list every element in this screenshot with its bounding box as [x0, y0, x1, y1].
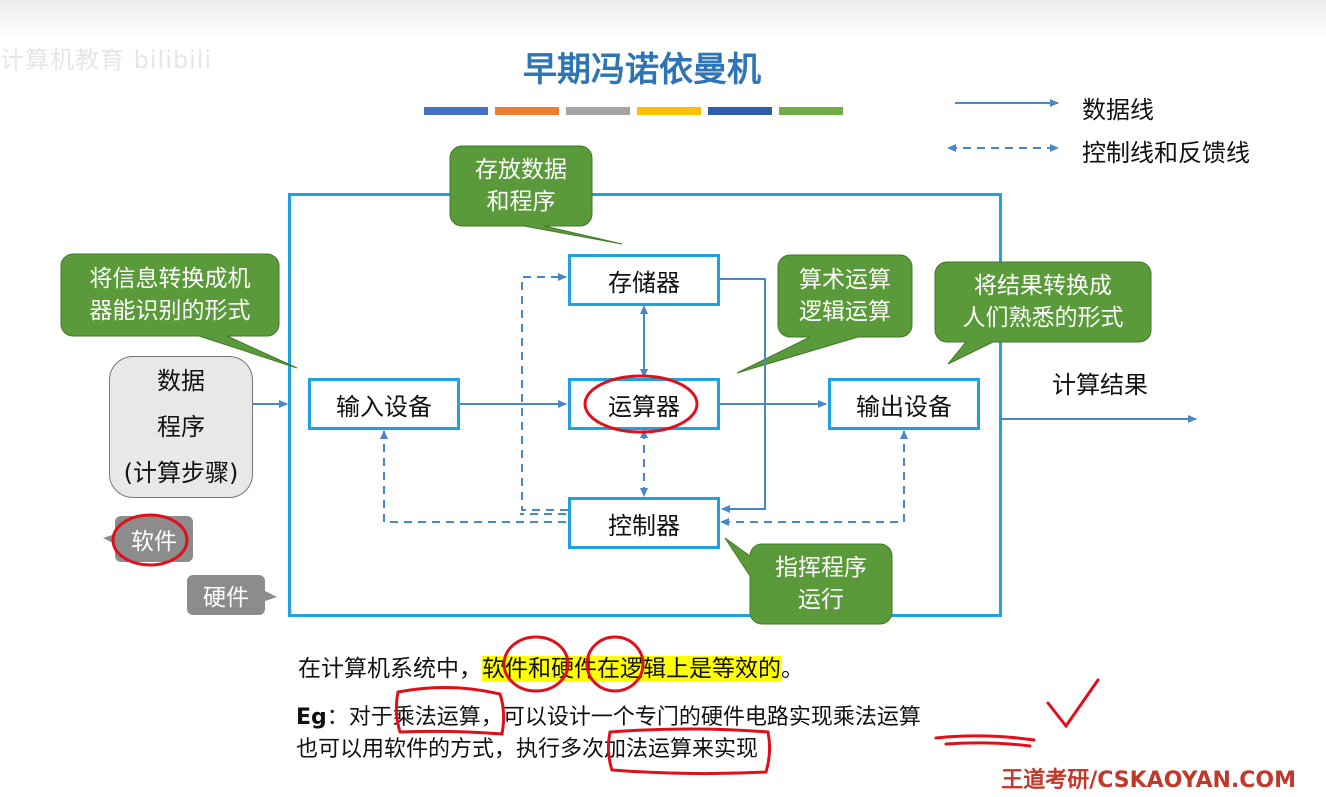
- top-bar: [0, 0, 1326, 42]
- software-input-box: 数据 程序 (计算步骤): [109, 356, 253, 498]
- title-color-bars: [424, 107, 843, 115]
- example-line-2: 也可以用软件的方式，执行多次加法运算来实现: [296, 731, 758, 763]
- system-boundary: [288, 193, 1002, 617]
- callout-output-line2: 人们熟悉的形式: [962, 305, 1124, 331]
- output-device-unit: 输出设备: [828, 378, 980, 430]
- statement-prefix: 在计算机系统中，: [298, 656, 482, 682]
- callout-alu-line1: 算术运算: [799, 267, 891, 293]
- statement-rest: 在逻辑上是等效的: [597, 656, 781, 682]
- callout-alu: 算术运算 逻辑运算: [778, 255, 912, 337]
- example-eg: Eg: [296, 705, 327, 730]
- tag-hardware-shape: [187, 575, 277, 615]
- color-bar: [566, 107, 630, 115]
- callout-controller: 指挥程序 运行: [750, 544, 892, 624]
- controller-unit: 控制器: [568, 497, 720, 549]
- color-bar: [424, 107, 488, 115]
- ctrl-controller-to-memory: [521, 273, 568, 511]
- callout-input-line1: 将信息转换成机: [89, 266, 251, 292]
- callout-controller-line1: 指挥程序: [775, 555, 867, 581]
- software-box-steps: (计算步骤): [123, 459, 239, 487]
- color-bar: [708, 107, 772, 115]
- memory-unit: 存储器: [568, 254, 720, 306]
- example-mult-2: 乘法运算: [832, 705, 921, 730]
- software-box-data: 数据: [157, 367, 205, 395]
- statement-end: 。: [781, 656, 804, 682]
- tag-software: 软件: [131, 529, 177, 555]
- alu-unit: 运算器: [568, 378, 720, 430]
- callout-output-line1: 将结果转换成: [974, 273, 1112, 299]
- example-mid: ，可以设计一个专门的硬件电路实现: [480, 705, 833, 730]
- callout-memory-shape: [449, 145, 623, 245]
- callout-output-shape: [934, 261, 1152, 365]
- software-box-program: 程序: [157, 413, 205, 441]
- example-post: 来实现: [692, 737, 759, 762]
- example-pre-2: 也可以用软件的方式，执行: [296, 737, 561, 762]
- example-line-1: Eg：对于乘法运算，可以设计一个专门的硬件电路实现乘法运算: [296, 699, 921, 731]
- callout-alu-shape: [736, 254, 913, 374]
- legend-control-line-label: 控制线和反馈线: [1082, 139, 1250, 167]
- statement-line: 在计算机系统中，软件和硬件在逻辑上是等效的。: [298, 649, 804, 683]
- statement-software: 软件: [482, 656, 528, 682]
- statement-hardware: 硬件: [551, 656, 597, 682]
- callout-alu-line2: 逻辑运算: [799, 299, 891, 325]
- callout-input: 将信息转换成机 器能识别的形式: [61, 254, 279, 336]
- callout-input-line2: 器能识别的形式: [89, 298, 251, 324]
- callout-memory-line2: 和程序: [486, 189, 556, 215]
- page-title: 早期冯诺依曼机: [523, 50, 761, 90]
- color-bar: [495, 107, 559, 115]
- result-label: 计算结果: [1052, 371, 1148, 399]
- callout-controller-line2: 运行: [798, 587, 844, 613]
- legend-data-line-label: 数据线: [1082, 96, 1154, 124]
- arrow-memory-to-controller: [720, 278, 766, 513]
- ctrl-controller-to-output: [720, 430, 908, 526]
- statement-and: 和: [528, 656, 551, 682]
- example-mult-1: 乘法运算: [392, 705, 481, 730]
- input-device-unit: 输入设备: [308, 378, 460, 430]
- color-bar: [779, 107, 843, 115]
- callout-memory-line1: 存放数据: [475, 157, 567, 183]
- callout-controller-shape: [724, 537, 893, 625]
- color-bar: [637, 107, 701, 115]
- watermark: 计算机教育 bilibili: [0, 46, 213, 74]
- footer-brand: 王道考研/CSKAOYAN.COM: [1001, 768, 1296, 793]
- callout-memory: 存放数据 和程序: [450, 146, 592, 226]
- callout-input-shape: [60, 253, 298, 369]
- ctrl-controller-to-input: [380, 430, 566, 523]
- example-pre: ：对于: [326, 705, 393, 730]
- callout-output: 将结果转换成 人们熟悉的形式: [935, 262, 1151, 342]
- example-add: 多次加法运算: [560, 737, 693, 762]
- tag-hardware: 硬件: [203, 585, 249, 611]
